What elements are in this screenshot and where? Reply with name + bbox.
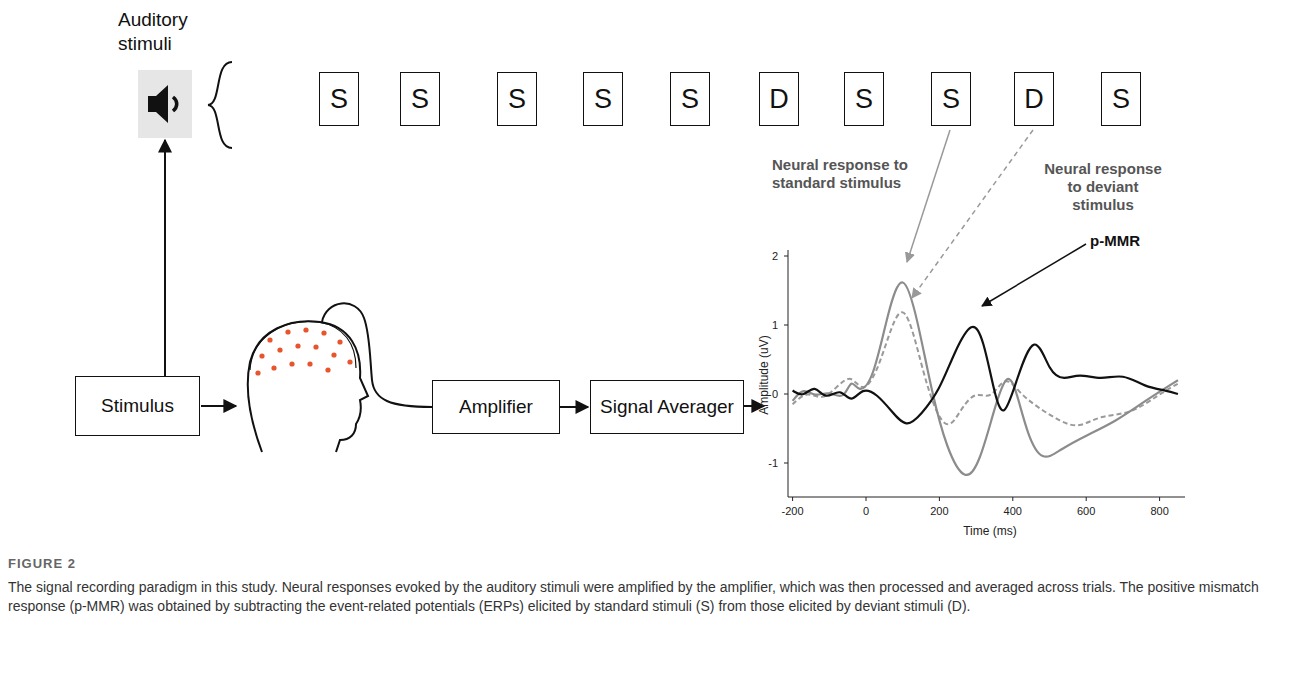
tick-label: 2 xyxy=(746,249,778,263)
stimulus-letter: S xyxy=(1112,84,1130,115)
brace xyxy=(208,62,232,148)
tick-label: -200 xyxy=(773,504,813,518)
speaker-icon xyxy=(138,70,192,138)
arrow-connector xyxy=(560,406,588,408)
tick-label: 0 xyxy=(746,387,778,401)
process-box: Stimulus xyxy=(75,376,200,436)
annotation: p-MMR xyxy=(1090,232,1160,250)
arrow xyxy=(201,405,236,407)
box-label: Signal Averager xyxy=(600,396,734,418)
stimulus-letter: S xyxy=(942,84,960,115)
tick-label: 200 xyxy=(919,504,959,518)
leader-arrow xyxy=(907,130,950,262)
stimulus-letter: D xyxy=(769,84,789,115)
stimulus-letter: D xyxy=(1024,84,1044,115)
stimulus-letter: S xyxy=(855,84,873,115)
stimulus-box: S xyxy=(931,72,971,126)
stimulus-box: S xyxy=(319,72,359,126)
tick-label: -1 xyxy=(746,456,778,470)
box-label: Stimulus xyxy=(101,395,174,417)
stimulus-box: D xyxy=(1014,72,1054,126)
tick-label: 0 xyxy=(846,504,886,518)
caption: The signal recording paradigm in this st… xyxy=(8,578,1283,616)
stimulus-letter: S xyxy=(594,84,612,115)
leader-arrow xyxy=(912,130,1033,298)
leader-arrow xyxy=(982,244,1086,306)
stimulus-box: S xyxy=(400,72,440,126)
erp-chart xyxy=(784,250,1185,501)
stimulus-letter: S xyxy=(681,84,699,115)
speaker-box: Auditory stimuli xyxy=(138,70,192,138)
stimulus-box: S xyxy=(497,72,537,126)
tick-label: 800 xyxy=(1140,504,1180,518)
stimulus-box: S xyxy=(1101,72,1141,126)
box-label: Amplifier xyxy=(459,396,533,418)
stimulus-letter: S xyxy=(508,84,526,115)
annotation: Neural response to standard stimulus xyxy=(772,156,922,192)
tick-label: 400 xyxy=(993,504,1033,518)
tick-label: 1 xyxy=(746,318,778,332)
stimulus-box: S xyxy=(844,72,884,126)
figure-number: FIGURE 2 xyxy=(8,556,208,572)
process-box: Amplifier xyxy=(432,380,560,434)
stimulus-letter: S xyxy=(330,84,348,115)
stimulus-box: S xyxy=(670,72,710,126)
process-box: Signal Averager xyxy=(590,380,744,434)
axis-title: Amplitude (uV) xyxy=(757,335,772,414)
stimulus-box: S xyxy=(583,72,623,126)
head-illustration xyxy=(248,303,432,452)
arrow-connector xyxy=(164,140,166,376)
stimulus-letter: S xyxy=(411,84,429,115)
tick-label: 600 xyxy=(1066,504,1106,518)
axis-title: Time (ms) xyxy=(940,524,1040,539)
heading: Auditory stimuli xyxy=(118,8,212,56)
stimulus-box: D xyxy=(759,72,799,126)
annotation: Neural response to deviant stimulus xyxy=(1038,160,1168,214)
